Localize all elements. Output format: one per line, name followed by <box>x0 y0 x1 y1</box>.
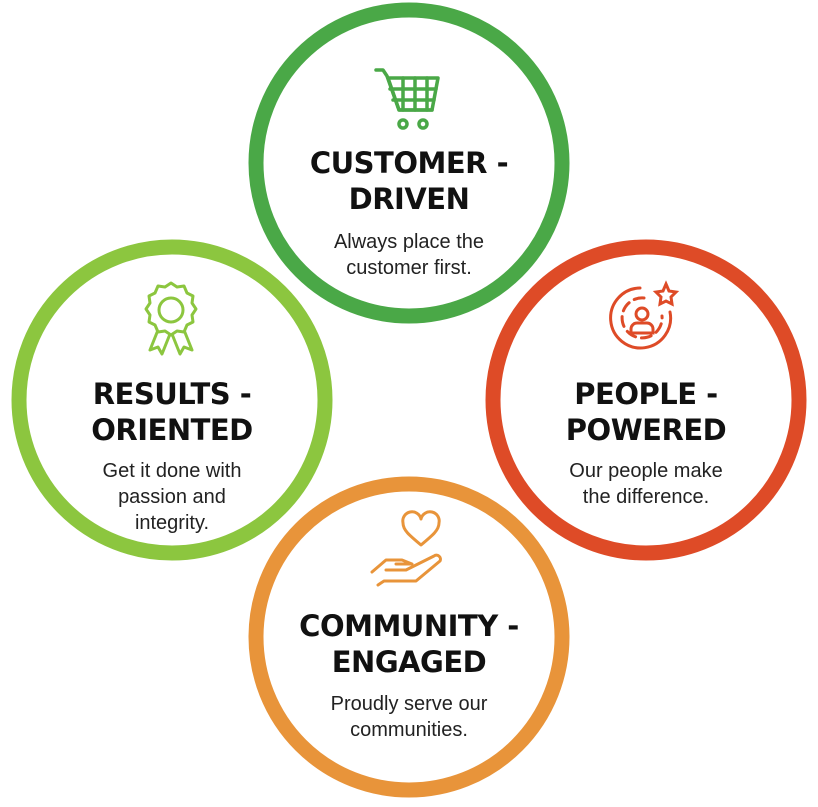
customer-circle <box>248 2 570 324</box>
heart-hand-icon <box>370 510 442 587</box>
people-title-line1: PEOPLE - <box>574 377 717 411</box>
people-desc-line1: Our people make <box>569 460 722 482</box>
community-title-line2: ENGAGED <box>332 645 487 679</box>
results-title-line1: RESULTS - <box>93 377 252 411</box>
customer-title-line1: CUSTOMER - <box>310 146 508 180</box>
community-desc-line2: communities. <box>350 719 468 741</box>
results-desc-line2: passion and <box>118 486 226 508</box>
people-circle <box>485 239 807 561</box>
customer-desc-line1: Always place the <box>334 231 484 253</box>
community-title-line1: COMMUNITY - <box>299 609 519 643</box>
results-desc-line3: integrity. <box>135 512 209 534</box>
results-title-line2: ORIENTED <box>91 413 253 447</box>
community-desc-line1: Proudly serve our <box>331 693 488 715</box>
results-circle <box>11 239 333 561</box>
community-circle <box>248 476 570 798</box>
people-title-line2: POWERED <box>566 413 726 447</box>
customer-title-line2: DRIVEN <box>349 182 470 216</box>
customer-desc-line2: customer first. <box>346 257 472 279</box>
person-target-star-icon <box>609 280 680 350</box>
shopping-cart-icon <box>374 68 440 130</box>
results-desc-line1: Get it done with <box>103 460 242 482</box>
people-desc-line2: the difference. <box>583 486 709 508</box>
award-ribbon-icon <box>144 281 198 356</box>
